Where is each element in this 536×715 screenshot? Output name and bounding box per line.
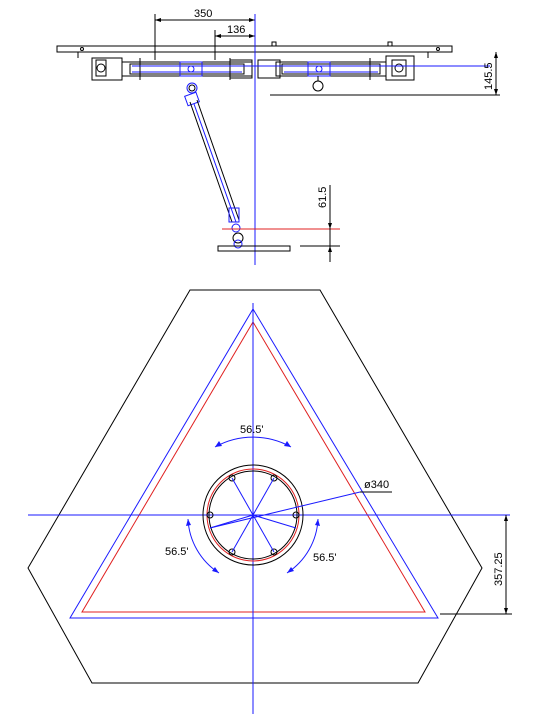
dimension-136-label: 136: [227, 24, 245, 36]
dimension-61-5: 61.5: [300, 185, 340, 262]
diameter-label: ø340: [364, 479, 389, 491]
flange-inner-circle: [208, 470, 298, 560]
arc-top-label: 56.5': [240, 424, 264, 436]
dimension-350-label: 350: [194, 8, 212, 20]
dimension-61-5-label: 61.5: [317, 187, 329, 208]
arc-top: 56.5': [214, 424, 292, 448]
plan-view: 56.5' 56.5' 56.5' ø340 357.2: [27, 289, 512, 714]
arc-left-label: 56.5': [165, 546, 189, 558]
arc-right-label: 56.5': [313, 552, 337, 564]
flange-outer-circle: [202, 464, 304, 566]
diameter-leader: ø340: [209, 479, 392, 529]
base-foot: [217, 228, 340, 252]
dimension-357-25: 357.25: [440, 515, 512, 615]
dimension-357-25-label: 357.25: [493, 552, 505, 586]
side-view: 350 136: [56, 8, 500, 265]
bolt-holes: [206, 474, 300, 556]
blue-triangle: [69, 308, 439, 619]
radial-lines: [209, 477, 297, 553]
right-actuator: [257, 55, 415, 92]
hexagon-outline: [27, 289, 483, 684]
dimension-145-5-label: 145.5: [483, 62, 495, 90]
support-arm: [184, 82, 244, 249]
left-actuator: [91, 57, 253, 81]
arc-left: 56.5': [165, 518, 220, 574]
arc-right: 56.5': [286, 518, 337, 574]
dimension-145-5: 145.5: [483, 52, 498, 95]
dimension-136: 136: [214, 24, 255, 60]
